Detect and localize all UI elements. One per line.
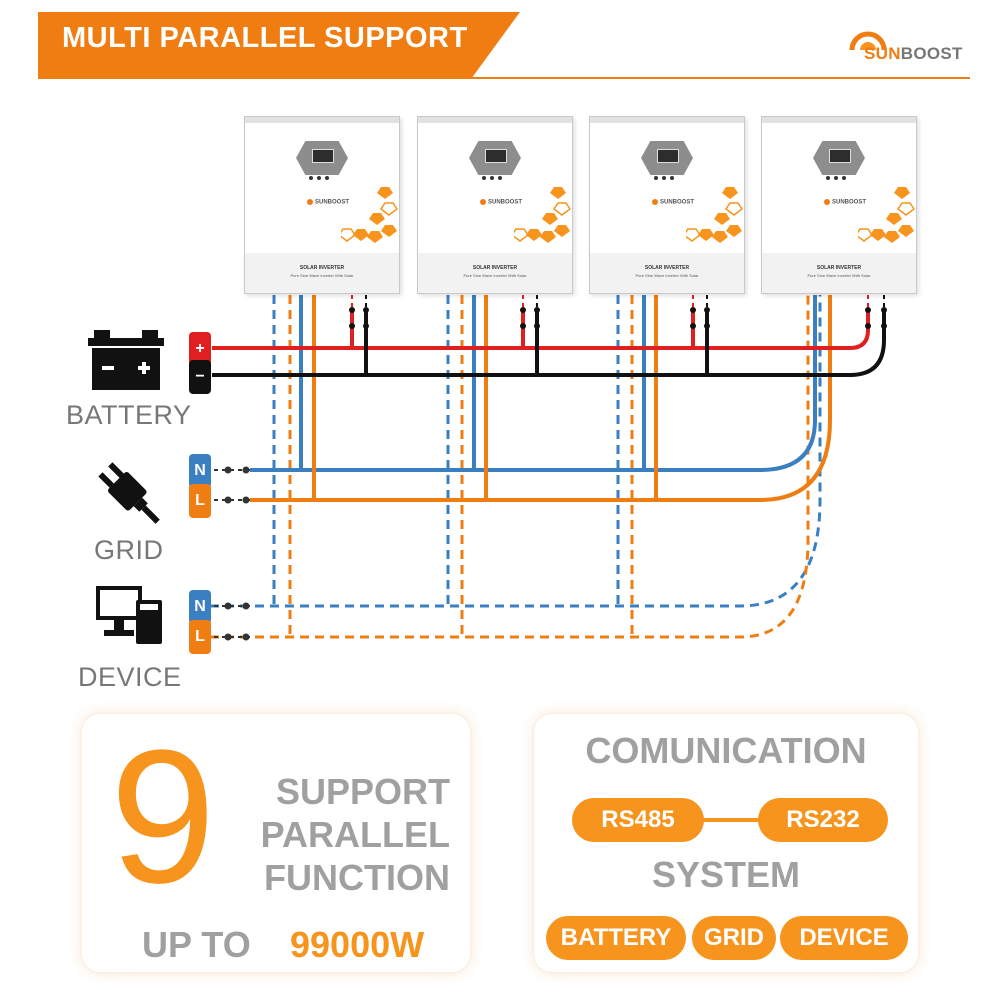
grid-label: GRID [94,535,164,565]
support-line-2: PARALLEL [260,814,450,855]
communication-card: COMUNICATION RS485 RS232 SYSTEM BATTERY … [534,714,918,972]
support-line-1: SUPPORT [275,771,450,812]
support-line-3: FUNCTION [264,857,450,898]
page-title: MULTI PARALLEL SUPPORT [62,22,468,54]
up-to-label: UP TO [142,924,251,965]
hexagon-decoration-icon [514,187,572,243]
inverter-label-main: SOLAR INVERTER [472,265,518,271]
battery-negative-pin: − [189,360,211,394]
rs485-pill: RS485 [572,798,704,842]
inverter-screen [312,149,334,163]
sun-logo-icon [849,31,887,51]
inverter-screen [485,149,507,163]
connector-dots [224,466,250,641]
inverter-screen [657,149,679,163]
grid-l-wires [250,295,832,502]
inverter-label-main: SOLAR INVERTER [644,265,690,271]
inverter-screen [829,149,851,163]
inverter-label-sub: Pure Sine Wave Inverter With Solar [463,273,527,278]
device-label: DEVICE [78,662,182,692]
grid-n-wires [250,295,817,472]
legend-connectors [214,469,250,638]
parallel-card: 9 SUPPORT PARALLEL FUNCTION UP TO 99000W [82,714,470,972]
device-pill: DEVICE [780,916,908,960]
inverter-4: SUNBOOST SOLAR INVERTER Pure Sine Wave I… [761,116,917,294]
header-banner [38,12,520,78]
grid-n-pin: N [189,454,211,488]
inverter-label-sub: Pure Sine Wave Inverter With Solar [290,273,354,278]
plug-icon [98,462,160,524]
brand-logo: SUNBOOST [848,18,978,68]
inverter-brand: SUNBOOST [652,199,694,206]
battery-label: BATTERY [66,400,192,430]
inverter-label-main: SOLAR INVERTER [299,265,345,271]
battery-pill: BATTERY [546,916,686,960]
inverter-brand: SUNBOOST [480,199,522,206]
header-divider [38,77,970,79]
inverter-label-main: SOLAR INVERTER [816,265,862,271]
inverter-label-sub: Pure Sine Wave Inverter With Solar [635,273,699,278]
hexagon-decoration-icon [686,187,744,243]
hexagon-decoration-icon [341,187,399,243]
computer-icon [96,586,162,644]
inverter-label-sub: Pure Sine Wave Inverter With Solar [807,273,871,278]
parallel-count: 9 [110,711,216,923]
grid-l-pin: L [189,484,211,518]
rs-link-line [684,818,774,822]
battery-icon [88,330,164,390]
inverter-brand: SUNBOOST [824,199,866,206]
brand-name-part2: BOOST [900,44,963,63]
battery-terminals [349,295,887,330]
inverter-3: SUNBOOST SOLAR INVERTER Pure Sine Wave I… [589,116,745,294]
brand-name-part1: SUN [864,44,901,63]
battery-positive-pin: + [189,332,211,366]
grid-pill: GRID [692,916,776,960]
max-power-value: 99000W [290,924,425,965]
device-l-wires [210,295,810,639]
hexagon-decoration-icon [858,187,916,243]
inverter-1: SUNBOOST SOLAR INVERTER Pure Sine Wave I… [244,116,400,294]
inverter-brand: SUNBOOST [307,199,349,206]
wiring-diagram [210,295,887,641]
device-l-pin: L [189,620,211,654]
communication-heading: COMUNICATION [585,730,867,771]
device-n-pin: N [189,590,211,624]
rs232-pill: RS232 [758,798,888,842]
system-heading: SYSTEM [651,854,801,895]
battery-positive-wires [212,308,870,350]
inverter-2: SUNBOOST SOLAR INVERTER Pure Sine Wave I… [417,116,573,294]
